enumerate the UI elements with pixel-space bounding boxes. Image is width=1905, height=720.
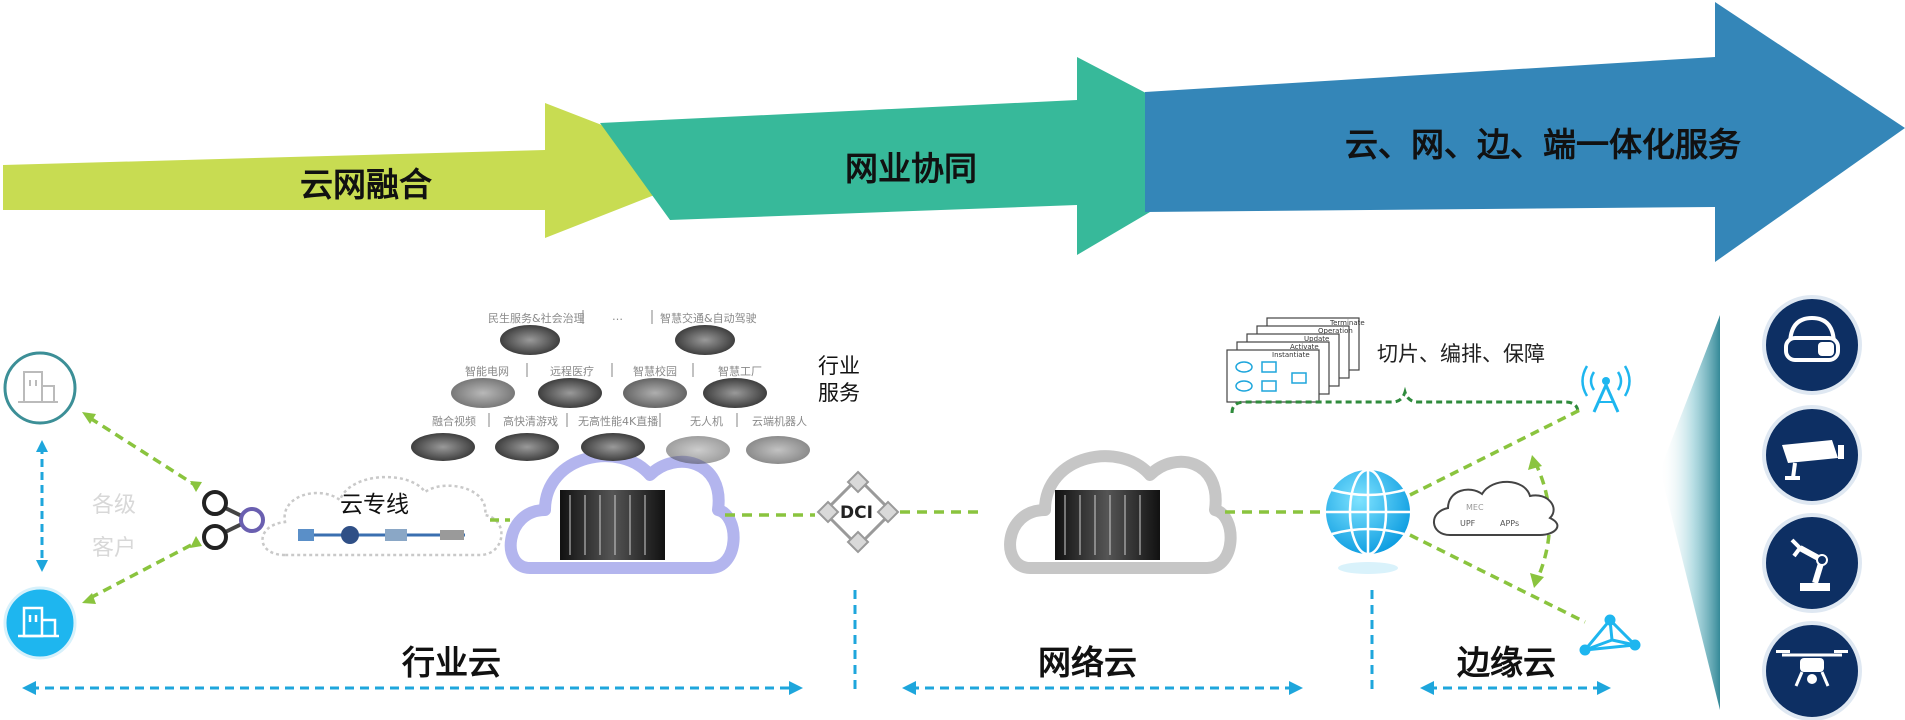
customer-building-top: [3, 351, 77, 425]
industry-services-title-line2: 服务: [818, 381, 860, 405]
slicing-card-operation: Operation: [1318, 327, 1353, 335]
service-row3-item4: 无人机: [690, 415, 723, 428]
service-thumbnails: [411, 325, 810, 464]
slicing-brace: [1230, 386, 1580, 414]
industry-services-title-line1: 行业: [818, 354, 860, 378]
service-row2-item4: 智慧工厂: [718, 365, 762, 378]
service-row1-item2: …: [612, 310, 623, 323]
stage-label-network-business-synergy: 网业协同: [845, 149, 977, 188]
building-outline-icon: [18, 371, 58, 403]
vr-headset-icon: [1762, 295, 1862, 395]
slicing-card-update: Update: [1304, 335, 1330, 343]
service-row1-item3: 智慧交通&自动驾驶: [660, 312, 757, 325]
zone-label-edge-cloud: 边缘云: [1457, 643, 1556, 682]
stage-label-integrated-service: 云、网、边、端一体化服务: [1345, 125, 1741, 164]
stage-label-cloud-network-fusion: 云网融合: [300, 165, 432, 204]
building-solid-icon: [18, 606, 59, 638]
mec-cloud-icon: [1433, 480, 1559, 536]
service-row3-item3: 无高性能4K直播: [578, 415, 659, 428]
surveillance-camera-icon: [1762, 405, 1862, 505]
dci-node-icon: [816, 470, 900, 554]
router-node-icon: [202, 490, 265, 550]
mec-label: MEC: [1466, 503, 1484, 512]
edge-node-icon: [1579, 614, 1641, 656]
customers-label-line1: 各级: [92, 493, 137, 518]
dedicated-line-cloud: [261, 475, 503, 557]
device-band-shade: [1660, 315, 1720, 710]
slicing-card-terminate: Terminate: [1330, 319, 1365, 327]
upf-label: UPF: [1460, 519, 1476, 528]
network-cloud-icon: [1004, 450, 1237, 574]
dedicated-line-label: 云专线: [340, 492, 409, 518]
stage-arrow-integrated-service: [1145, 2, 1905, 262]
zone-label-industry-cloud: 行业云: [402, 643, 501, 682]
customers-label-line2: 客户: [92, 536, 137, 561]
robot-arm-icon: [1762, 513, 1862, 613]
service-row3-item1: 融合视频: [432, 415, 476, 428]
slicing-card-instantiate: Instantiate: [1272, 351, 1310, 359]
globe-icon: [1326, 468, 1410, 574]
slicing-card-activate: Activate: [1290, 343, 1319, 351]
industry-cloud-icon: [504, 450, 740, 574]
service-row2-item1: 智能电网: [465, 365, 509, 378]
zone-label-network-cloud: 网络云: [1038, 643, 1137, 682]
service-row2-item3: 智慧校园: [633, 365, 677, 378]
slicing-cards: [1226, 317, 1360, 403]
stage-arrow-network-business-synergy: [600, 57, 1255, 255]
drone-icon: [1762, 621, 1862, 720]
cell-tower-icon: [1581, 365, 1631, 413]
service-row1-item1: 民生服务&社会治理: [488, 312, 585, 325]
customer-building-bottom: [3, 586, 77, 660]
service-row3-item5: 云端机器人: [752, 415, 807, 428]
service-row3-item2: 高快清游戏: [503, 415, 558, 428]
service-row2-item2: 远程医疗: [550, 365, 594, 378]
dci-label: DCI: [840, 503, 873, 523]
slicing-label: 切片、编排、保障: [1377, 342, 1545, 366]
service-dividers: [488, 310, 738, 427]
stage-arrow-cloud-network-fusion: [3, 103, 718, 238]
apps-label: APPs: [1500, 519, 1520, 528]
